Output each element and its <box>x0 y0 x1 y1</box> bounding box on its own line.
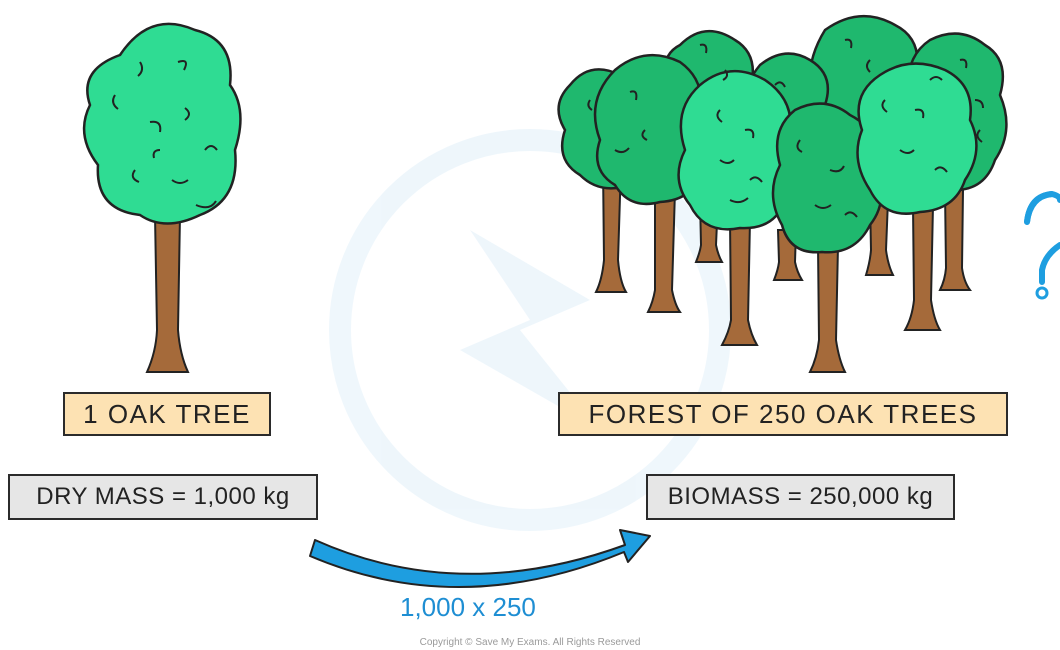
forest-label: FOREST OF 250 OAK TREES <box>558 392 1008 436</box>
biomass-label: BIOMASS = 250,000 kg <box>646 474 955 520</box>
calculation-text: 1,000 x 250 <box>400 592 536 622</box>
copyright-text: Copyright © Save My Exams. All Rights Re… <box>419 637 641 648</box>
forest-trees-icon <box>557 14 1008 373</box>
question-mark-icon <box>1024 190 1060 300</box>
single-oak-tree-icon <box>82 22 242 373</box>
single-tree-label: 1 OAK TREE <box>63 392 271 436</box>
watermark-logo-icon <box>329 129 731 531</box>
curved-arrow-icon <box>309 529 651 589</box>
dry-mass-label: DRY MASS = 1,000 kg <box>8 474 318 520</box>
